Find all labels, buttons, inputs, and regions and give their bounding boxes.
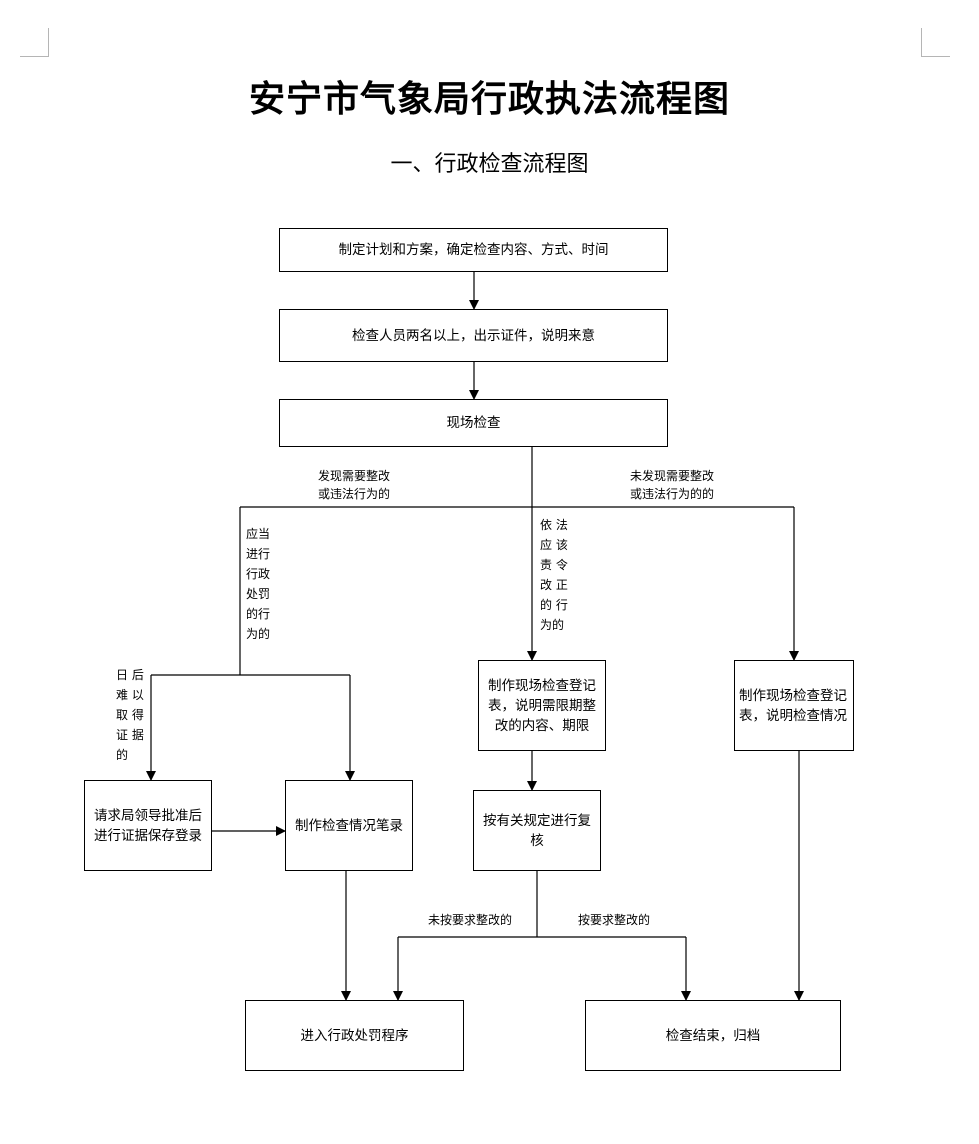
label-not-rectified: 未按要求整改的 bbox=[428, 913, 513, 927]
box-penalty-procedure: 进入行政处罚程序 bbox=[245, 1000, 464, 1071]
section-subtitle: 一、行政检查流程图 bbox=[390, 152, 589, 177]
box-plan: 制定计划和方案，确定检查内容、方式、时间 bbox=[279, 228, 668, 272]
label-rectified: 按要求整改的 bbox=[578, 913, 651, 927]
box-evidence-preservation: 请求局领导批准后进行证据保存登录 bbox=[84, 780, 212, 871]
label-order-correct: 依 法 应 该 责 令 改 正 的 行 为的 bbox=[540, 518, 568, 632]
label-should-penalize: 应当 进行 行政 处罚 的行 为的 bbox=[246, 527, 271, 641]
box-inspectors: 检查人员两名以上，出示证件，说明来意 bbox=[279, 309, 668, 362]
label-hard-evidence: 日 后 难 以 取 得 证 据 的 bbox=[116, 668, 144, 762]
box-review: 按有关规定进行复核 bbox=[473, 790, 601, 871]
crop-mark-top-right bbox=[921, 28, 950, 57]
box-onsite-inspection: 现场检查 bbox=[279, 399, 668, 447]
label-found-issue: 发现需要整改 或违法行为的 bbox=[318, 469, 391, 501]
box-inspection-transcript: 制作检查情况笔录 bbox=[285, 780, 413, 871]
box-inspection-end: 检查结束，归档 bbox=[585, 1000, 841, 1071]
label-no-issue: 未发现需要整改 或违法行为的的 bbox=[630, 469, 715, 501]
page-title: 安宁市气象局行政执法流程图 bbox=[248, 78, 730, 120]
box-record-rectify: 制作现场检查登记表，说明需限期整改的内容、期限 bbox=[478, 660, 606, 751]
crop-mark-top-left bbox=[20, 28, 49, 57]
box-record-normal: 制作现场检查登记表，说明检查情况 bbox=[734, 660, 854, 751]
